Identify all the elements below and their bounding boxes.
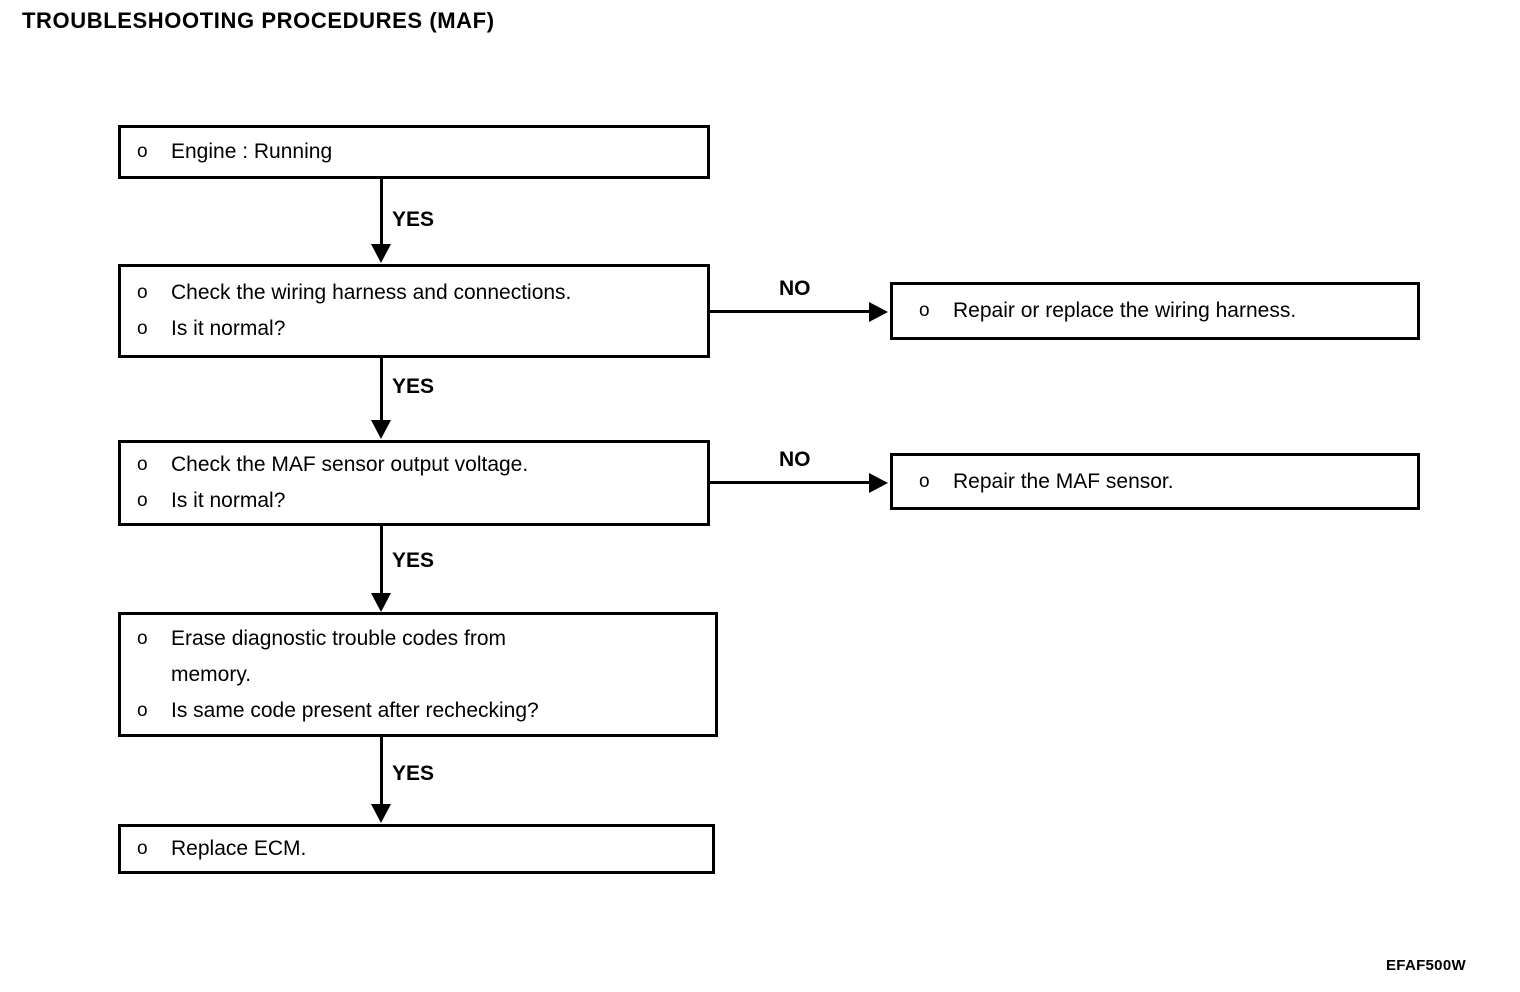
flow-node-erase-codes: o Erase diagnostic trouble codes from me… <box>118 612 718 737</box>
edge-label-yes-4: YES <box>392 762 435 785</box>
flow-node-start: o Engine : Running <box>118 125 710 179</box>
flow-node-check-harness: o Check the wiring harness and connectio… <box>118 264 710 358</box>
flow-node-text: memory. <box>171 662 252 686</box>
flow-node-text: Repair the MAF sensor. <box>953 469 1174 493</box>
flow-node-check-maf-voltage: o Check the MAF sensor output voltage. o… <box>118 440 710 526</box>
flow-node-repair-harness: o Repair or replace the wiring harness. <box>890 282 1420 340</box>
flow-node-line: o Erase diagnostic trouble codes from <box>121 621 715 657</box>
edge-label-yes-1: YES <box>392 208 435 231</box>
flow-node-text: Is it normal? <box>171 317 286 340</box>
page-title: TROUBLESHOOTING PROCEDURES (MAF) <box>22 8 495 33</box>
bullet-marker: o <box>919 470 930 492</box>
flow-node-text: Check the MAF sensor output voltage. <box>171 453 529 476</box>
flow-node-line: o Check the wiring harness and connectio… <box>121 275 707 311</box>
bullet-marker: o <box>137 282 148 303</box>
flow-node-repair-maf: o Repair the MAF sensor. <box>890 453 1420 510</box>
flow-node-line-continuation: memory. <box>121 657 715 693</box>
connector-line-check-harness-to-check-maf <box>380 358 383 422</box>
bullet-marker: o <box>137 454 148 475</box>
connector-line-check-harness-to-repair-harness <box>710 310 869 313</box>
figure-code-label: EFAF500W <box>1386 957 1466 974</box>
flow-node-line: o Is it normal? <box>121 311 707 347</box>
connector-line-start-to-check-harness <box>380 179 383 245</box>
connector-line-check-maf-to-erase-codes <box>380 526 383 594</box>
connector-line-check-maf-to-repair-maf <box>710 481 869 484</box>
edge-label-yes-3: YES <box>392 549 435 572</box>
arrowhead-down-start-to-check-harness <box>371 244 391 263</box>
flow-node-text: Replace ECM. <box>171 837 307 860</box>
flow-node-line: o Is it normal? <box>121 483 707 519</box>
arrowhead-down-check-maf-to-erase-codes <box>371 593 391 612</box>
flow-node-text: Is same code present after rechecking? <box>171 698 539 722</box>
arrowhead-down-check-harness-to-check-maf <box>371 420 391 439</box>
flow-node-line: o Repair or replace the wiring harness. <box>893 293 1417 329</box>
edge-label-no-2: NO <box>779 448 811 471</box>
arrowhead-right-check-maf-to-repair-maf <box>869 473 888 493</box>
flow-node-text: Check the wiring harness and connections… <box>171 281 572 304</box>
bullet-marker: o <box>137 627 148 649</box>
bullet-marker: o <box>137 838 148 859</box>
flow-node-text: Repair or replace the wiring harness. <box>953 299 1297 322</box>
arrowhead-down-erase-codes-to-replace-ecm <box>371 804 391 823</box>
flow-node-line: o Repair the MAF sensor. <box>893 464 1417 500</box>
flow-node-line: o Is same code present after rechecking? <box>121 693 715 729</box>
flow-node-text: Engine : Running <box>171 140 333 163</box>
flow-node-replace-ecm: o Replace ECM. <box>118 824 715 874</box>
edge-label-yes-2: YES <box>392 375 435 398</box>
connector-line-erase-codes-to-replace-ecm <box>380 737 383 805</box>
arrowhead-right-check-harness-to-repair-harness <box>869 302 888 322</box>
bullet-marker: o <box>137 699 148 721</box>
flow-node-line: o Engine : Running <box>121 134 707 170</box>
edge-label-no-1: NO <box>779 277 811 300</box>
bullet-marker: o <box>919 300 930 321</box>
flow-node-text: Erase diagnostic trouble codes from <box>171 626 507 650</box>
flow-node-text: Is it normal? <box>171 489 286 512</box>
bullet-marker: o <box>137 318 148 339</box>
flow-node-line: o Replace ECM. <box>121 831 712 867</box>
bullet-marker: o <box>137 141 148 162</box>
bullet-marker: o <box>137 490 148 511</box>
flow-node-line: o Check the MAF sensor output voltage. <box>121 447 707 483</box>
